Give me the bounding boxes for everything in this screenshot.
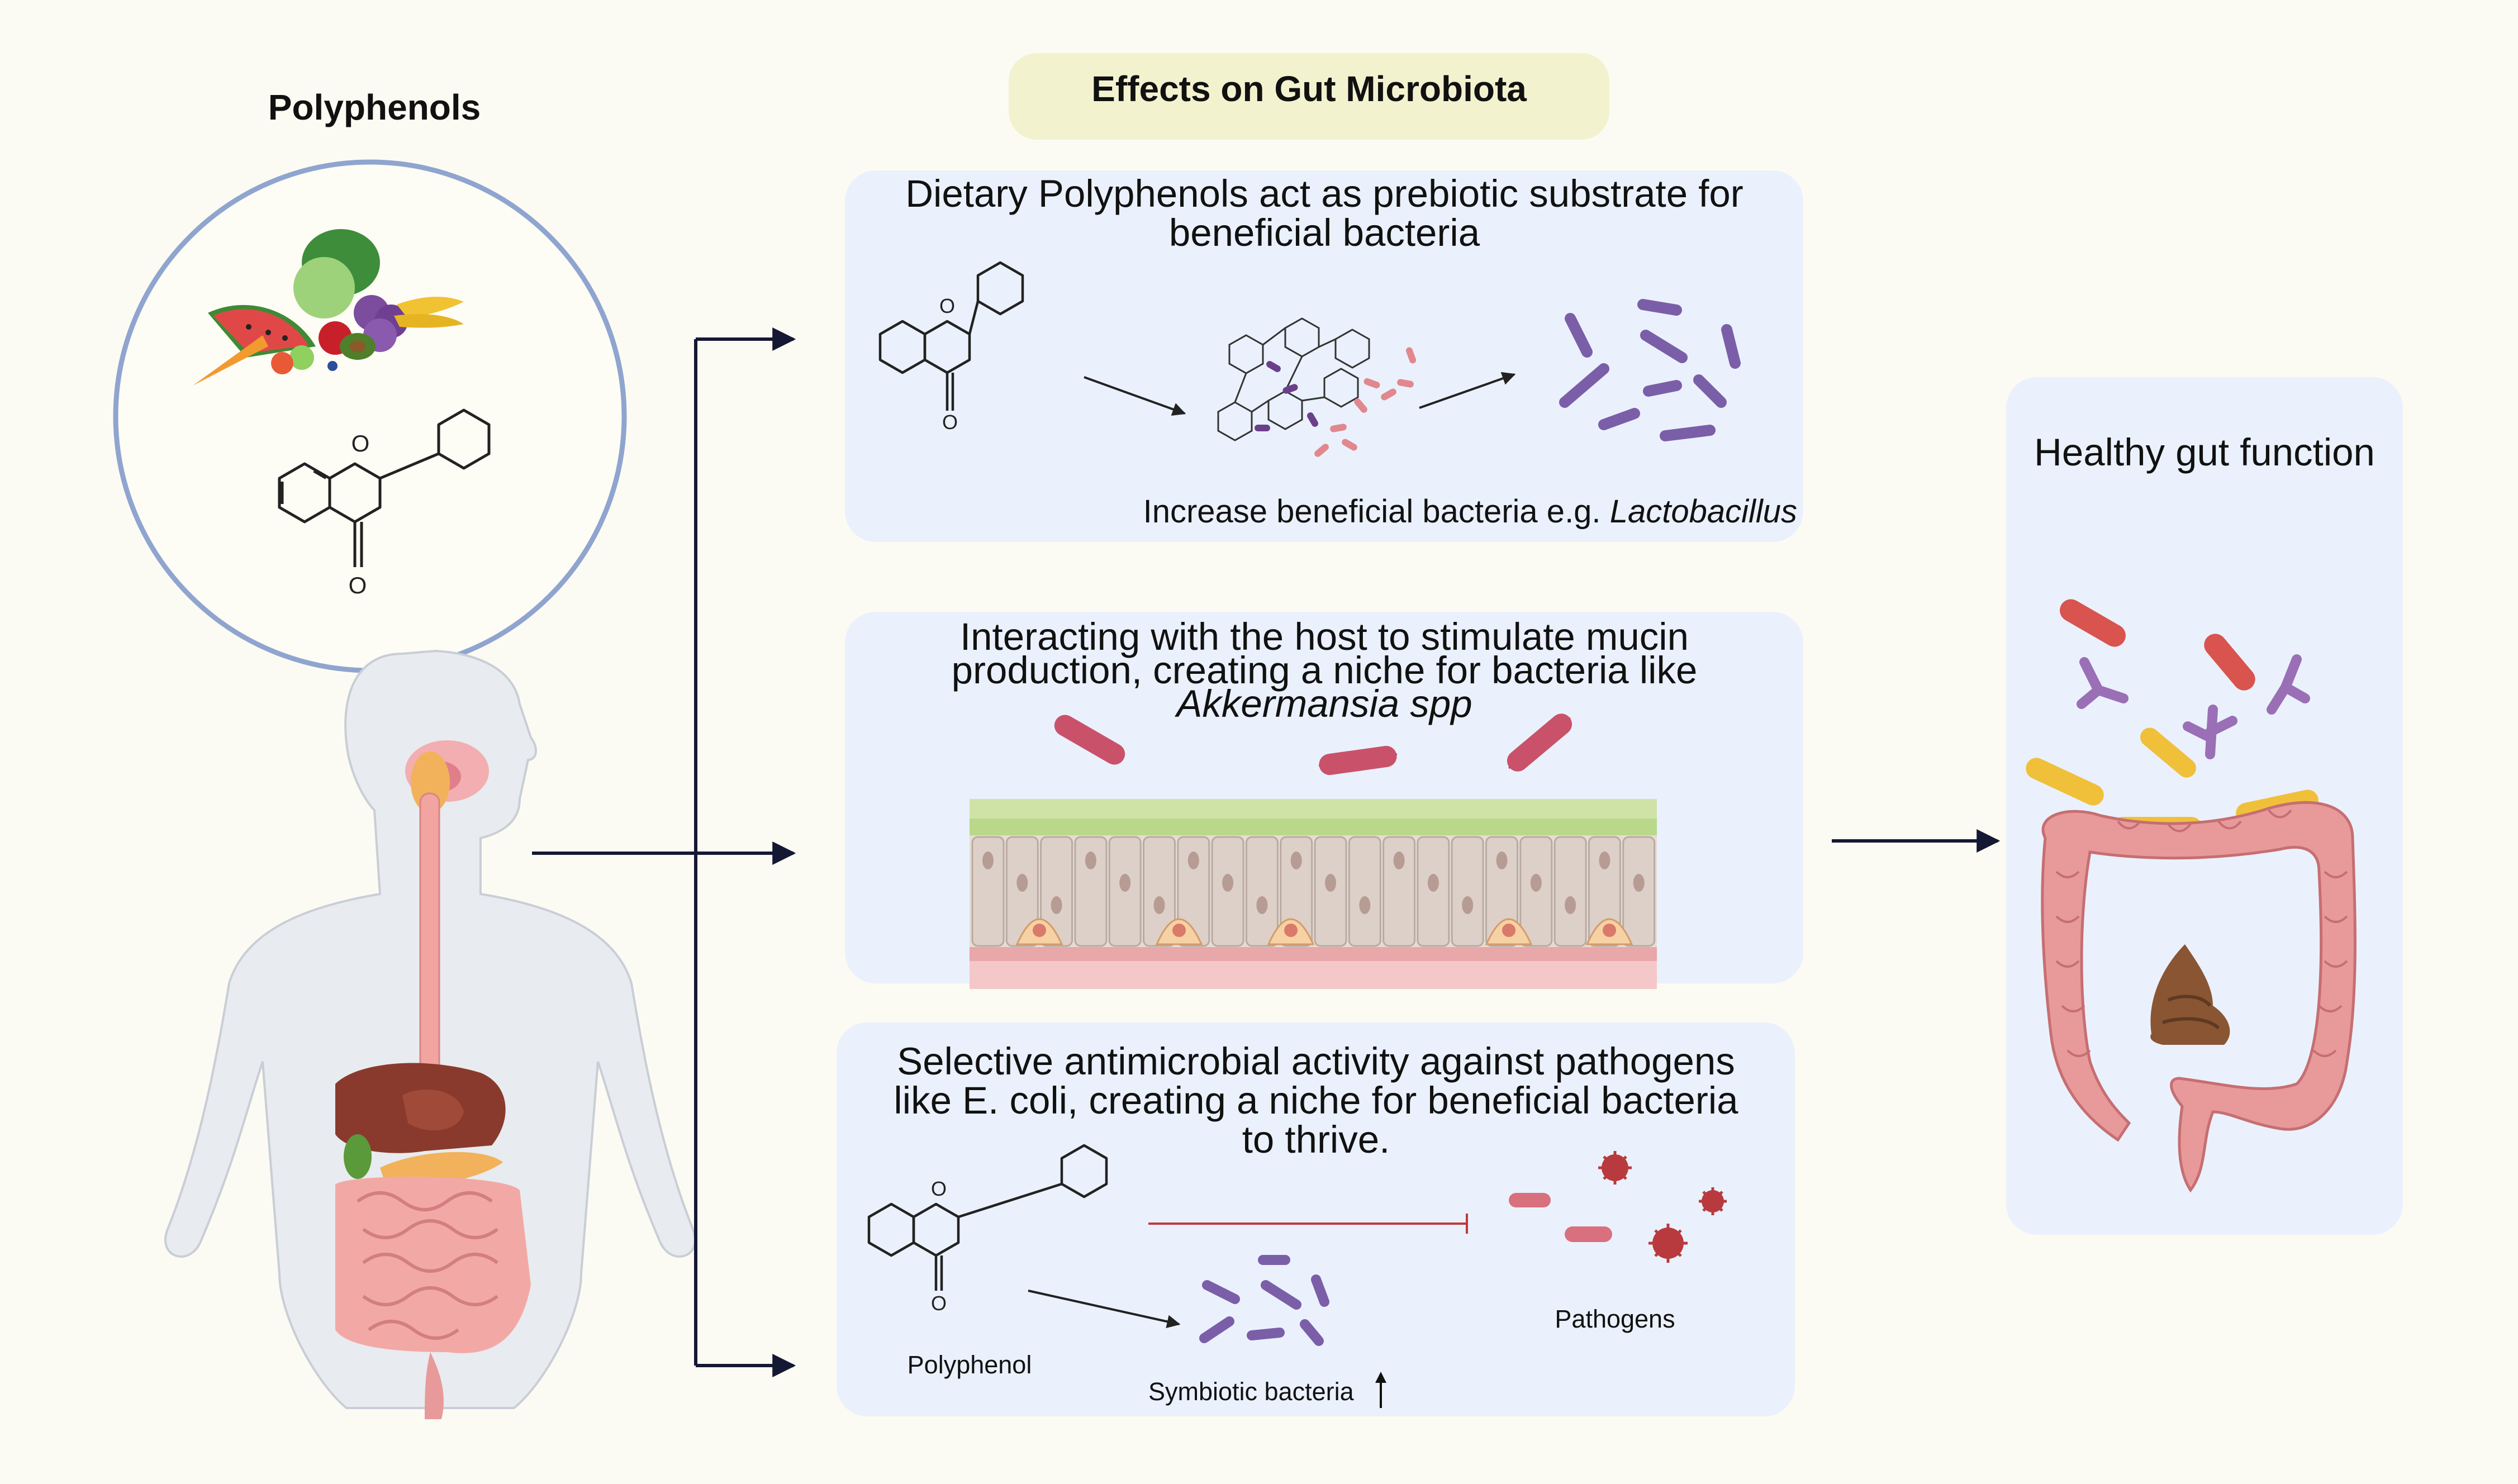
cell-nucleus (1222, 874, 1234, 892)
panel3-heading-line1: Selective antimicrobial activity against… (897, 1040, 1735, 1083)
arrow-to-symbiotic (1028, 1290, 1181, 1329)
inhibition-line (1148, 1214, 1468, 1234)
oxygen-label: O (931, 1177, 947, 1200)
flavone-structure-panel1 (878, 261, 1024, 411)
epithelial-cell (971, 836, 1005, 947)
epithelial-cell (1553, 836, 1587, 947)
cell-nucleus (1427, 874, 1439, 892)
cell-nucleus (1393, 852, 1405, 869)
arrow-to-bacteria (1419, 372, 1516, 409)
healthy-gut-title: Healthy gut function (2034, 431, 2375, 474)
goblet-cell-nucleus (1172, 924, 1186, 937)
header-pill (1009, 53, 1609, 140)
panel1-caption-genus: Lactobacillus (1609, 493, 1797, 530)
cell-nucleus (1016, 874, 1028, 892)
cell-nucleus (1359, 896, 1371, 914)
food-circle: O O (113, 159, 627, 673)
panel3-heading-line3: to thrive. (1242, 1118, 1390, 1161)
cell-nucleus (982, 852, 994, 869)
akkermansia-bacteria (1054, 714, 1572, 776)
cell-nucleus (1256, 896, 1268, 914)
flavone-structure-panel3 (867, 1144, 1108, 1291)
panel1-heading: Dietary Polyphenols act as prebiotic sub… (847, 174, 1802, 253)
cell-nucleus (1119, 874, 1131, 892)
effects-header-title: Effects on Gut Microbiota (1091, 69, 1527, 109)
panel2-heading: Interacting with the host to stimulate m… (847, 615, 1802, 725)
oxygen-label: O (939, 294, 955, 317)
epithelial-cell (1588, 836, 1621, 947)
epithelial-cell (1143, 836, 1176, 947)
panel2-heading-line3: Akkermansia spp (1176, 682, 1472, 725)
cell-nucleus (1462, 896, 1474, 914)
oxygen-label: O (931, 1292, 947, 1315)
panel2-heading-line1: Interacting with the host to stimulate m… (960, 615, 1689, 658)
cell-nucleus (1290, 852, 1302, 869)
panel-antimicrobial (837, 1022, 1795, 1416)
svg-text:O: O (351, 430, 370, 456)
human-body-illustration (164, 649, 697, 1419)
oxygen-label: O (942, 411, 958, 434)
cell-nucleus (1153, 896, 1165, 914)
panel-healthy-gut (2006, 377, 2403, 1235)
svg-text:O: O (349, 572, 367, 598)
panel1-heading-line1: Dietary Polyphenols act as prebiotic sub… (905, 172, 1743, 215)
intestinal-epithelium (970, 799, 1657, 989)
colon-illustration (2041, 801, 2357, 1193)
goblet-cell-nucleus (1284, 924, 1298, 937)
cell-nucleus (1187, 852, 1199, 869)
epithelial-cell (1348, 836, 1381, 947)
cell-nucleus (1496, 852, 1508, 869)
panel1-caption: Increase beneficial bacteria e.g. Lactob… (1143, 493, 1797, 530)
goblet-cell-nucleus (1502, 924, 1515, 937)
epithelial-cell (1074, 836, 1108, 947)
label-pathogens: Pathogens (1555, 1305, 1675, 1333)
symbiotic-bacteria (1199, 1255, 1329, 1346)
pathogens (1509, 1151, 1727, 1263)
cell-nucleus (1599, 852, 1610, 869)
cell-nucleus (1051, 896, 1062, 914)
cell-nucleus (1530, 874, 1542, 892)
panel1-heading-line2: beneficial bacteria (1168, 211, 1480, 254)
epithelial-cell (1040, 836, 1073, 947)
epithelial-cell (1451, 836, 1484, 947)
fruit-vegetable-illustration (193, 229, 464, 386)
epithelial-cell (1177, 836, 1210, 947)
goblet-cell-nucleus (1603, 924, 1616, 937)
panel3-heading: Selective antimicrobial activity against… (838, 1042, 1794, 1159)
label-polyphenol: Polyphenol (907, 1350, 1032, 1379)
goblet-cell-nucleus (1033, 924, 1046, 937)
cell-nucleus (1633, 874, 1645, 892)
flavone-structure-top (278, 408, 491, 567)
polyphenols-title: Polyphenols (268, 87, 481, 127)
up-arrow-icon (1375, 1372, 1386, 1408)
panel2-heading-line2: production, creating a niche for bacteri… (951, 649, 1698, 692)
label-symbiotic-bacteria: Symbiotic bacteria (1148, 1377, 1354, 1406)
cell-nucleus (1085, 852, 1096, 869)
epithelial-cell (1382, 836, 1416, 947)
epithelial-cell (1245, 836, 1279, 947)
panel-prebiotic (845, 170, 1803, 542)
cell-nucleus (1565, 896, 1576, 914)
arrow-to-complex (1084, 376, 1186, 416)
panel1-caption-text: Increase beneficial bacteria e.g. (1143, 493, 1601, 530)
lactobacillus-bacteria (1559, 299, 1741, 441)
cell-nucleus (1325, 874, 1336, 892)
polyphenol-complex-illustration (1217, 317, 1417, 457)
panel3-heading-line2: like E. coli, creating a niche for benef… (894, 1079, 1738, 1122)
branch-arrows (532, 327, 2001, 1377)
